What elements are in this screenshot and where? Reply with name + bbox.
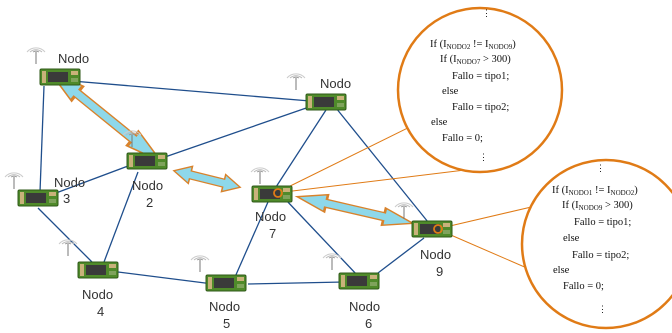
code-line-2: If (INODO7 > 300)	[440, 54, 511, 66]
code-line-4: else	[442, 86, 459, 97]
node-5: Nodo 5	[190, 255, 247, 331]
node-number: 3	[63, 191, 70, 206]
selected-node-marker	[273, 188, 283, 198]
node-number: 4	[97, 304, 104, 319]
node-6: Nodo 6	[322, 253, 380, 331]
node-number: 6	[365, 316, 372, 331]
sensor-board-icon	[411, 220, 453, 238]
link-2-8	[164, 105, 313, 158]
node-1: Nodo	[26, 47, 89, 86]
node-9: Nodo 9	[394, 202, 453, 279]
link-6-9	[373, 237, 425, 277]
code-line-1: If (INODO1 != INODO2)	[552, 185, 638, 197]
double-arrow-7-9	[294, 193, 416, 227]
ellipsis-bottom: ⋮	[479, 152, 488, 162]
antenna-icon	[250, 167, 270, 185]
ellipsis-bottom: ⋮	[598, 304, 607, 314]
node-8: Nodo	[286, 73, 351, 111]
code-line-1: If (INODO2 != INODO9)	[430, 39, 516, 51]
node-label: Nodo	[209, 299, 240, 314]
node-label: Nodo	[54, 175, 85, 190]
code-line-5: Fallo = tipo2;	[452, 102, 509, 113]
node-2: Nodo 2	[122, 130, 168, 210]
callout-circle-top	[396, 6, 564, 174]
sensor-board-icon	[77, 261, 119, 279]
node-label: Nodo	[58, 51, 89, 66]
link-1-8	[59, 79, 311, 102]
sensor-board-icon	[305, 93, 347, 111]
node-number: 2	[146, 195, 153, 210]
ellipsis-top: ⋮	[482, 8, 491, 18]
antenna-icon	[322, 253, 342, 271]
double-arrow-2-7	[172, 165, 242, 193]
code-line-2: If (INODO9 > 300)	[562, 200, 633, 212]
link-8-9	[335, 107, 429, 223]
link-1-3	[39, 85, 45, 193]
link-7-6	[285, 199, 359, 277]
link-7-5	[234, 201, 269, 278]
link-3-4	[37, 207, 97, 267]
node-label: Nodo	[255, 209, 286, 224]
sensor-board-icon	[251, 185, 293, 203]
antenna-icon	[4, 172, 24, 190]
code-line-6: else	[431, 117, 448, 128]
node-number: 9	[436, 264, 443, 279]
flow-arrows	[46, 68, 416, 227]
node-label: Nodo	[349, 299, 380, 314]
node-label: Nodo	[132, 178, 163, 193]
link-8-7	[275, 109, 327, 188]
code-line-7: Fallo = 0;	[442, 133, 483, 144]
node-label: Nodo	[420, 247, 451, 262]
antenna-icon	[26, 47, 46, 65]
node-number: 5	[223, 316, 230, 331]
callout-circle-right	[520, 158, 672, 330]
link-2-4	[103, 171, 139, 263]
link-4-5	[117, 271, 214, 285]
antenna-icon	[58, 239, 78, 257]
sensor-board-icon	[338, 272, 380, 290]
selected-node-marker	[433, 224, 443, 234]
node-number: 7	[269, 226, 276, 241]
antenna-icon	[286, 73, 306, 91]
node-label: Nodo	[82, 287, 113, 302]
code-line-4: else	[563, 233, 580, 244]
code-line-6: else	[553, 265, 570, 276]
double-arrow-1-2	[46, 68, 164, 164]
node-7: Nodo 7	[250, 167, 293, 241]
link-5-6	[247, 281, 345, 285]
code-line-7: Fallo = 0;	[563, 281, 604, 292]
node-3: Nodo 3	[4, 172, 85, 207]
sensor-board-icon	[39, 68, 81, 86]
link-3-2	[55, 165, 129, 194]
sensor-board-icon	[205, 274, 247, 292]
code-block-top: ⋮ If (INODO2 != INODO9) If (INODO7 > 300…	[430, 8, 516, 162]
code-line-5: Fallo = tipo2;	[572, 250, 629, 261]
code-line-3: Fallo = tipo1;	[574, 217, 631, 228]
node-label: Nodo	[320, 76, 351, 91]
network-links	[37, 79, 429, 285]
antenna-icon	[190, 255, 210, 273]
code-block-right: ⋮ If (INODO1 != INODO2) If (INODO9 > 300…	[552, 163, 638, 314]
code-line-3: Fallo = tipo1;	[452, 71, 509, 82]
sensor-board-icon	[17, 189, 59, 207]
node-4: Nodo 4	[58, 239, 119, 319]
sensor-board-icon	[126, 152, 168, 170]
ellipsis-top: ⋮	[596, 163, 605, 173]
